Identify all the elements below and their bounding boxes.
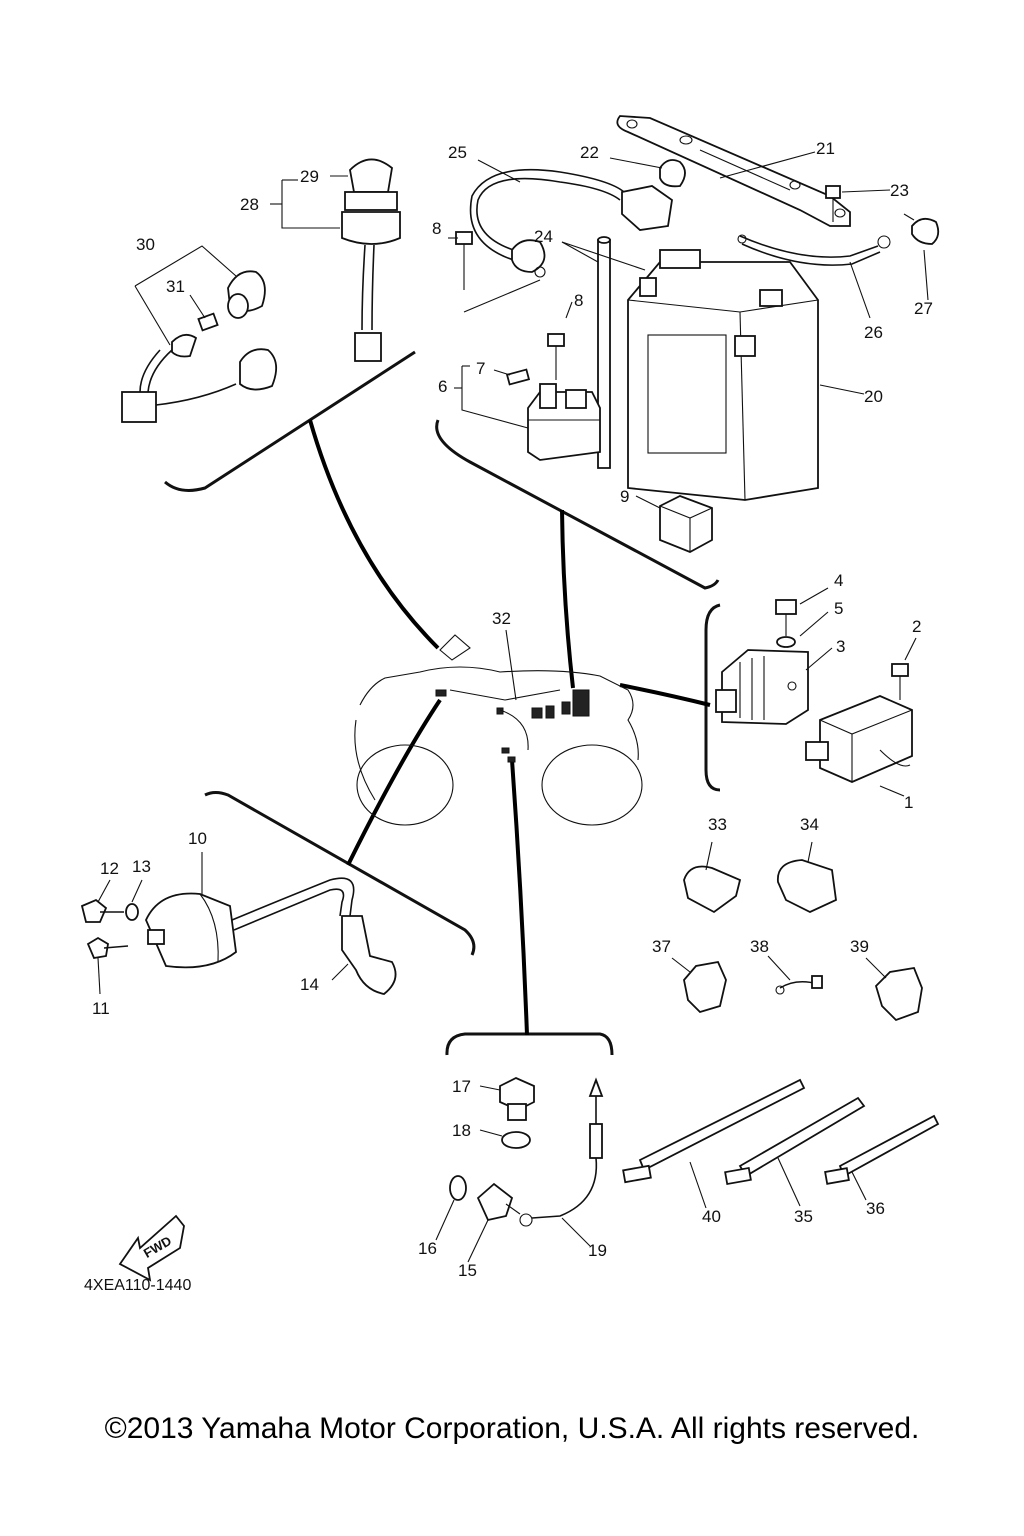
part-starter-relay [505, 368, 601, 461]
callout-26: 26 [864, 323, 883, 342]
connector-line-regulator [619, 683, 711, 707]
callout-9: 9 [620, 487, 629, 506]
callout-28: 28 [240, 195, 259, 214]
callout-7: 7 [476, 359, 485, 378]
callout-11: 11 [92, 999, 110, 1018]
part-rectifier-regulator [715, 649, 809, 725]
part-clamp-39 [865, 957, 923, 1022]
callout-27: 27 [914, 299, 933, 318]
callout-23: 23 [890, 181, 909, 200]
callout-19: 19 [588, 1241, 607, 1260]
part-thermo-switch [479, 1077, 535, 1121]
callout-10: 10 [188, 829, 207, 848]
callout-17: 17 [452, 1077, 471, 1096]
part-sensor-lead-19 [519, 1077, 604, 1247]
part-neutral-switch [467, 1182, 521, 1263]
part-bolt-12 [80, 898, 124, 923]
part-cable-tie-36 [824, 1114, 940, 1201]
callout-24: 24 [534, 227, 553, 246]
leaders-left-bottom [97, 852, 349, 995]
callout-34: 34 [800, 815, 819, 834]
callout-39: 39 [850, 937, 869, 956]
connector-line-ignition [346, 698, 442, 866]
part-clamp-34 [777, 841, 837, 913]
part-gasket-18 [479, 1129, 531, 1149]
callout-12: 12 [100, 859, 119, 878]
connector-line-sensors [510, 759, 529, 1036]
callout-16: 16 [418, 1239, 437, 1258]
part-main-switch [341, 158, 401, 362]
part-washer-5 [776, 636, 796, 648]
part-gasket-16 [435, 1175, 467, 1241]
callout-33: 33 [708, 815, 727, 834]
group-bracket-battery [435, 419, 720, 590]
callout-6: 6 [438, 377, 447, 396]
part-bolts-8 [455, 231, 565, 380]
copyright-notice: ©2013 Yamaha Motor Corporation, U.S.A. A… [104, 1412, 920, 1445]
part-clip-38 [767, 955, 823, 995]
callout-35: 35 [794, 1207, 813, 1226]
callout-8-upper: 8 [432, 219, 441, 238]
callout-15: 15 [458, 1261, 477, 1280]
group-bracket-switches [164, 350, 416, 492]
callout-31: 31 [166, 277, 185, 296]
callout-21: 21 [816, 139, 835, 158]
callout-22: 22 [580, 143, 599, 162]
leaders-top-left [134, 175, 348, 346]
leader-32 [505, 629, 517, 701]
callout-36: 36 [866, 1199, 885, 1218]
part-bolt-4 [775, 599, 797, 636]
part-clamp-37 [671, 957, 727, 1014]
callout-37: 37 [652, 937, 671, 956]
part-battery-cables [469, 159, 891, 273]
callout-2: 2 [912, 617, 921, 636]
part-bolt-2 [891, 663, 909, 700]
callout-4: 4 [834, 571, 843, 590]
group-bracket-sensors [445, 1032, 614, 1056]
callout-13: 13 [132, 857, 151, 876]
callout-3: 3 [836, 637, 845, 656]
callout-20: 20 [864, 387, 883, 406]
part-cdi-unit [805, 695, 913, 783]
part-ignition-coil [145, 877, 355, 969]
group-bracket-ignition [204, 791, 476, 956]
part-plug-cap [341, 915, 397, 995]
connector-line-switches [308, 419, 440, 650]
callout-25: 25 [448, 143, 467, 162]
part-connector-harness [121, 270, 278, 423]
callout-14: 14 [300, 975, 319, 994]
part-clip-27 [903, 213, 940, 245]
fwd-arrow [118, 1214, 185, 1282]
part-bolt-23 [825, 185, 841, 222]
callout-18: 18 [452, 1121, 471, 1140]
callout-8-lower: 8 [574, 291, 583, 310]
connector-line-battery [560, 509, 575, 689]
atv-silhouette [354, 634, 643, 826]
callout-29: 29 [300, 167, 319, 186]
part-battery [627, 249, 819, 501]
part-bolt-11 [86, 936, 129, 960]
part-relay-9 [659, 495, 713, 553]
part-cable-tie-35 [724, 1096, 866, 1207]
part-battery-band [616, 115, 851, 227]
callout-40: 40 [702, 1207, 721, 1226]
diagram-code: 4XEA110-1440 [84, 1277, 191, 1294]
part-clamp-33 [683, 841, 742, 914]
part-washer-13 [125, 903, 139, 921]
callout-32: 32 [492, 609, 511, 628]
callout-30: 30 [136, 235, 155, 254]
group-bracket-regulator [704, 603, 721, 792]
callout-38: 38 [750, 937, 769, 956]
leaders-right [799, 587, 917, 797]
callout-1: 1 [904, 793, 913, 812]
callout-5: 5 [834, 599, 843, 618]
part-cable-tie-40 [622, 1078, 806, 1209]
part-tube-24 [597, 236, 611, 469]
leaders-top-right [448, 151, 929, 509]
